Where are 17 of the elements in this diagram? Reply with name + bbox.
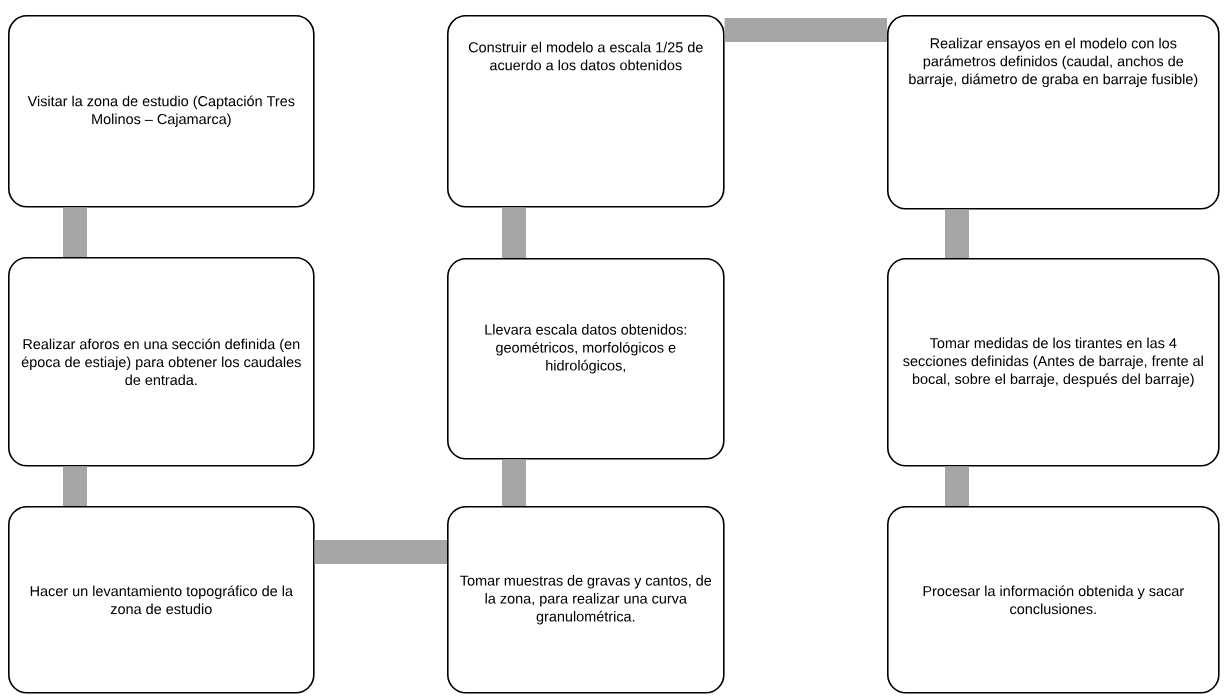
process-box: Tomar muestras de gravas y cantos, de la zona, para realizar una curva granulométrica.	[447, 505, 725, 694]
process-box: Realizar aforos en una sección definida (en época de estiaje) para obtener los caudales de entrada.	[8, 257, 315, 467]
connector-bar	[63, 207, 87, 257]
connector-bar	[724, 18, 887, 42]
connector-bar	[314, 540, 447, 564]
process-box: Construir el modelo a escala 1/25 de acuerdo a los datos obtenidos	[447, 15, 725, 208]
connector-bar	[945, 466, 969, 506]
process-box: Visitar la zona de estudio (Captación Tres Molinos – Cajamarca)	[8, 15, 315, 208]
process-box: Procesar la información obtenida y sacar conclusiones.	[887, 505, 1220, 694]
process-box: Hacer un levantamiento topográfico de la zona de estudio	[8, 505, 315, 694]
connector-bar	[502, 207, 526, 258]
connector-bar	[945, 209, 969, 258]
process-box: Tomar medidas de los tirantes en las 4 secciones definidas (Antes de barraje, frente al bocal, sobre el barraje, después del barraje)	[887, 258, 1220, 467]
connector-bar	[63, 466, 87, 506]
process-box: Llevara escala datos obtenidos: geométricos, morfológicos e hidrológicos,	[447, 258, 725, 460]
process-box: Realizar ensayos en el modelo con los parámetros definidos (caudal, anchos de barraje, diámetro de graba en barraje fusible)	[887, 15, 1220, 210]
connector-bar	[502, 459, 526, 506]
